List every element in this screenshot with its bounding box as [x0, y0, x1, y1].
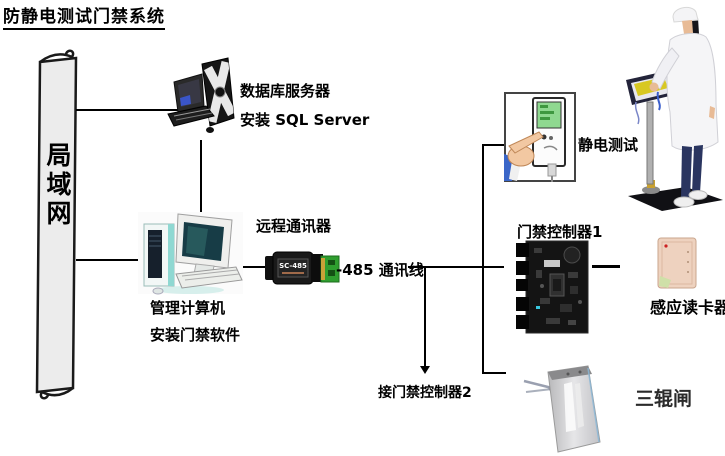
database-server-photo: [167, 57, 235, 133]
hand-finger: [508, 131, 544, 154]
bracket-stub-bottom: [483, 372, 506, 374]
card-reader-label: 感应读卡器: [650, 298, 725, 317]
rs485-converter-photo: SC-485: [265, 251, 340, 285]
station-pole: [646, 101, 654, 185]
server-tower-front: [204, 60, 234, 124]
person-cap: [672, 6, 699, 23]
person-arm: [651, 47, 680, 90]
lan-banner: [35, 49, 78, 400]
connector-lan-to-server: [76, 109, 178, 111]
bracket-stub-top: [483, 144, 505, 146]
person-hand: [649, 82, 659, 92]
static-test-label: 静电测试: [578, 136, 639, 154]
static-test-station-photo: [626, 6, 723, 211]
lan-banner-bottom-curl: [39, 387, 74, 400]
branch-label: 接门禁控制器2: [378, 385, 472, 401]
reader-led: [664, 244, 668, 248]
controller1-label: 门禁控制器1: [517, 223, 603, 241]
person-shoe: [673, 196, 695, 208]
static-tester-photo: [504, 92, 576, 182]
access-controller-photo: [516, 240, 589, 334]
controller-capacitor: [563, 246, 581, 264]
turnstile-label: 三辊闸: [635, 388, 693, 410]
connector-controller-to-reader: [592, 265, 620, 268]
tester-button: [541, 134, 547, 140]
tester-plug: [547, 163, 557, 177]
lan-banner-top-curl: [39, 49, 75, 64]
converter-right-cap: [311, 254, 323, 282]
rs485-line-label: -485 通讯线: [336, 261, 424, 279]
management-computer-sublabel: 安装门禁软件: [150, 326, 241, 344]
connector-branch-down: [424, 267, 426, 366]
branch-arrow-icon: [420, 366, 430, 374]
person-pants: [681, 146, 692, 199]
connector-rs485-bus: [408, 266, 504, 268]
database-server-label: 数据库服务器: [240, 82, 331, 100]
database-server-sublabel: 安装 SQL Server: [240, 111, 370, 129]
computer-mouse: [152, 287, 164, 295]
connector-computer-to-converter: [243, 266, 267, 268]
remote-communicator-label: 远程通讯器: [256, 217, 332, 235]
lan-label: 局域网: [43, 142, 72, 229]
bracket-vertical: [482, 144, 484, 374]
connector-lan-to-computer: [76, 259, 140, 261]
management-computer-label: 管理计算机: [150, 299, 226, 317]
page-title: 防静电测试门禁系统: [3, 2, 165, 30]
turnstile-photo: [523, 365, 601, 453]
person-coat: [666, 32, 719, 151]
server-mouse: [206, 127, 214, 133]
connector-server-to-computer: [200, 140, 202, 214]
server-keyboard: [167, 105, 215, 127]
card-reader-photo: [657, 237, 697, 289]
turnstile-arm: [523, 379, 553, 390]
management-computer-photo: [138, 212, 243, 295]
person-face: [682, 20, 693, 34]
reader-sticker: [659, 276, 671, 288]
controller-connector: [516, 243, 529, 257]
reader-body: [657, 237, 697, 289]
converter-model-text: SC-485: [279, 262, 307, 270]
